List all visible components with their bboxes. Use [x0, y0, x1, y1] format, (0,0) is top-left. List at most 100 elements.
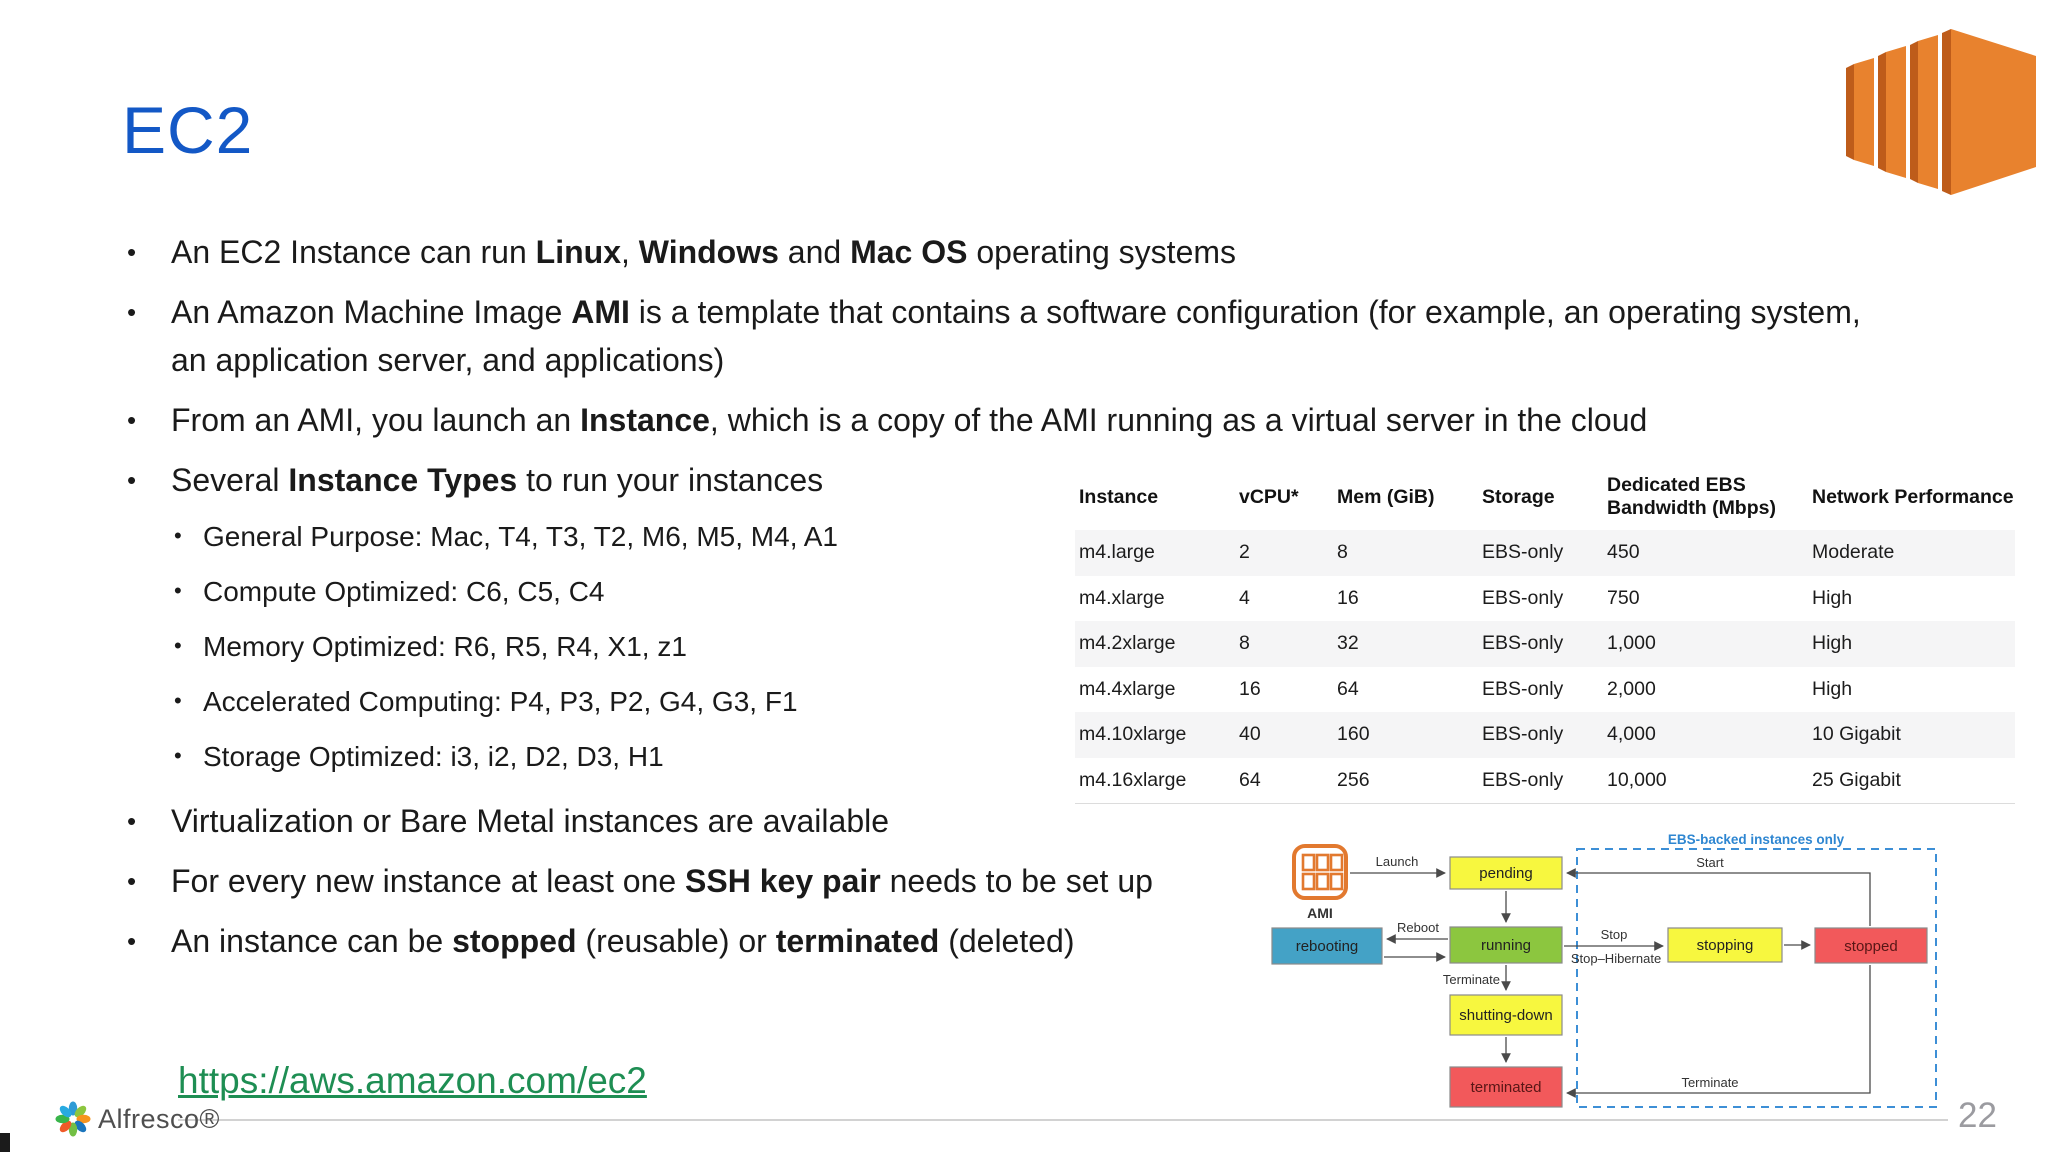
bullet-dot: • [174, 523, 182, 548]
page-number: 22 [1958, 1096, 1997, 1135]
alfresco-pinwheel-icon [55, 1101, 91, 1137]
bullet-bare-metal: • Virtualization or Bare Metal instances… [127, 797, 1895, 845]
edge-label-stop-hibernate: Stop–Hibernate [1571, 951, 1661, 966]
bullet-dot: • [174, 743, 182, 768]
table-row: m4.16xlarge 64 256 EBS-only 10,000 25 Gigabit [1075, 758, 2015, 804]
table-cell: EBS-only [1482, 723, 1564, 746]
table-cell: 4,000 [1607, 723, 1656, 746]
bullet-dot: • [174, 688, 182, 713]
state-terminated [1449, 1066, 1563, 1108]
sub-bullet-text: General Purpose: Mac, T4, T3, T2, M6, M5… [203, 521, 838, 552]
table-cell: 25 Gigabit [1812, 768, 1901, 791]
sub-bullet-text: Compute Optimized: C6, C5, C4 [203, 576, 605, 607]
table-cell: High [1812, 632, 1853, 655]
bullet-dot: • [174, 633, 182, 658]
table-cell: Moderate [1812, 541, 1895, 564]
edge-label-start: Start [1696, 855, 1724, 870]
table-cell: 8 [1337, 541, 1348, 564]
sub-bullet-general-purpose: • General Purpose: Mac, T4, T3, T2, M6, … [174, 517, 1174, 557]
table-cell: 40 [1239, 723, 1261, 746]
table-cell: 10,000 [1607, 768, 1667, 791]
state-rebooting [1271, 927, 1383, 965]
instance-lifecycle-diagram: EBS-backed instances only AMI Launch Reb… [1264, 832, 2036, 1127]
table-cell: 160 [1337, 723, 1370, 746]
edge-label-terminate-running: Terminate [1443, 972, 1500, 987]
table-cell: 32 [1337, 632, 1359, 655]
table-cell: m4.4xlarge [1079, 677, 1176, 700]
table-cell: m4.10xlarge [1079, 723, 1187, 746]
bullet-os: • An EC2 Instance can run Linux, Windows… [127, 228, 1895, 276]
table-cell: m4.16xlarge [1079, 768, 1187, 791]
state-pending [1449, 856, 1563, 890]
sub-bullet-storage: • Storage Optimized: i3, i2, D2, D3, H1 [174, 737, 1174, 777]
table-header-cell: Instance [1079, 485, 1159, 508]
edge-label-reboot: Reboot [1397, 920, 1439, 935]
bullet-text: Virtualization or Bare Metal instances a… [171, 803, 890, 839]
ebs-region-caption: EBS-backed instances only [1668, 832, 1845, 847]
state-shutting-down-label: shutting-down [1459, 1007, 1552, 1024]
table-cell: 64 [1239, 768, 1261, 791]
edge-terminate-stopped [1566, 965, 1871, 1098]
table-header-cell: Storage [1482, 485, 1555, 508]
footer-divider [178, 1119, 1948, 1121]
state-stopping-label: stopping [1697, 937, 1754, 954]
state-running [1449, 926, 1563, 964]
table-cell: 64 [1337, 677, 1359, 700]
table-cell: 2,000 [1607, 677, 1656, 700]
table-cell: EBS-only [1482, 632, 1564, 655]
table-cell: EBS-only [1482, 541, 1564, 564]
bullet-dot: • [174, 578, 182, 603]
edge-label-stop: Stop [1601, 927, 1628, 942]
bullet-dot: • [127, 465, 137, 495]
table-cell: 16 [1239, 677, 1261, 700]
page-title: EC2 [122, 93, 254, 167]
table-cell: m4.large [1079, 541, 1155, 564]
edge-start [1566, 868, 1871, 926]
table-header-cell: Dedicated EBS Bandwidth (Mbps) [1607, 474, 1776, 519]
aws-ec2-link[interactable]: https://aws.amazon.com/ec2 [178, 1060, 647, 1101]
state-rebooting-label: rebooting [1296, 938, 1359, 955]
edge-label-launch: Launch [1376, 854, 1419, 869]
table-cell: EBS-only [1482, 677, 1564, 700]
sub-bullet-text: Memory Optimized: R6, R5, R4, X1, z1 [203, 631, 687, 662]
bullet-text: An instance can be stopped (reusable) or… [171, 923, 1075, 959]
table-cell: 2 [1239, 541, 1250, 564]
bullet-dot: • [127, 237, 137, 267]
ebs-region-dashed-box [1576, 848, 1937, 1108]
state-running-label: running [1481, 937, 1531, 954]
bullet-dot: • [127, 926, 137, 956]
bullet-text: An Amazon Machine Image AMI is a templat… [171, 294, 1861, 378]
sub-bullet-text: Storage Optimized: i3, i2, D2, D3, H1 [203, 741, 664, 772]
table-cell: 16 [1337, 586, 1359, 609]
corner-artifact [0, 1133, 10, 1152]
state-pending-label: pending [1479, 865, 1532, 882]
state-stopped-label: stopped [1844, 938, 1897, 955]
bullet-dot: • [127, 866, 137, 896]
table-cell: EBS-only [1482, 768, 1564, 791]
sub-bullet-memory: • Memory Optimized: R6, R5, R4, X1, z1 [174, 627, 1174, 667]
state-stopping [1667, 927, 1783, 963]
table-cell: 750 [1607, 586, 1640, 609]
table-cell: 4 [1239, 586, 1250, 609]
table-cell: 256 [1337, 768, 1370, 791]
bullet-text: Several Instance Types to run your insta… [171, 462, 824, 498]
bullet-instance-types: • Several Instance Types to run your ins… [127, 456, 1895, 504]
table-cell: m4.2xlarge [1079, 632, 1176, 655]
bullet-instance: • From an AMI, you launch an Instance, w… [127, 396, 1895, 444]
bullet-ssh-key: • For every new instance at least one SS… [127, 857, 1895, 905]
edge-label-terminate-stopped: Terminate [1681, 1075, 1738, 1090]
ec2-service-icon [1838, 14, 2043, 219]
sub-bullet-compute: • Compute Optimized: C6, C5, C4 [174, 572, 1174, 612]
bullet-text: From an AMI, you launch an Instance, whi… [171, 402, 1648, 438]
table-cell: 8 [1239, 632, 1250, 655]
table-header-cell: Network Performance [1812, 485, 2014, 508]
bullet-text: For every new instance at least one SSH … [171, 863, 1153, 899]
bullet-dot: • [127, 297, 137, 327]
ami-icon: AMI [1292, 844, 1348, 921]
